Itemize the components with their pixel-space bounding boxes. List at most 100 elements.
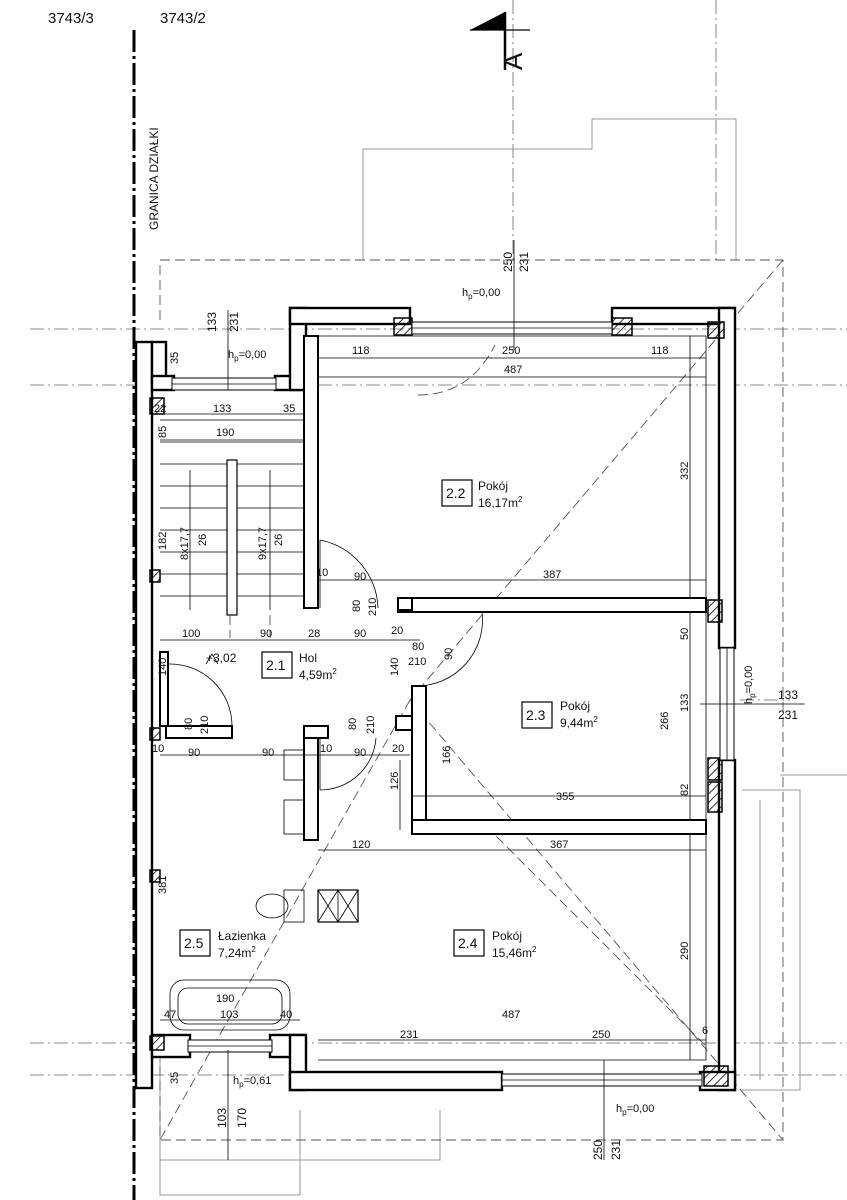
window-height: 231 [609, 1140, 623, 1160]
window-width: 250 [591, 1140, 605, 1160]
dim-label: 166 [441, 746, 453, 764]
dim-label: 332 [679, 462, 691, 480]
parcel-right-label: 3743/2 [160, 10, 206, 27]
dim-label: 26 [273, 534, 285, 546]
section-marker-letter: A [498, 52, 528, 70]
interior-walls [159, 335, 707, 841]
room-area: 4,59m2 [299, 667, 337, 682]
window-annotation-bottom: 250 231 hp=0,00 [591, 1103, 654, 1160]
dim-label: 182 [157, 532, 169, 550]
dim-label: 140 [157, 658, 169, 676]
window-height: 231 [778, 708, 798, 722]
dim-label: 231 [400, 1029, 418, 1041]
window-height: 231 [517, 252, 531, 272]
section-marker: A [470, 12, 530, 70]
sill-height: hp=0,00 [616, 1103, 654, 1117]
room-area: 16,17m2 [478, 495, 523, 510]
window-width: 250 [501, 252, 515, 272]
dim-label: 210 [408, 656, 426, 668]
chimney [317, 889, 359, 923]
dim-label: 80 [412, 641, 424, 653]
dim-label: 103 [220, 1009, 238, 1021]
level-value: +3,02 [206, 651, 237, 665]
dim-label: 90 [188, 747, 200, 759]
sill-height: hp=0,00 [462, 287, 500, 301]
dim-label: 355 [556, 791, 574, 803]
dim-label: 118 [352, 345, 370, 357]
dim-label: 22 [154, 403, 166, 415]
columns [149, 317, 729, 1087]
dim-label: 90 [260, 628, 272, 640]
dim-label: 90 [262, 747, 274, 759]
dim-label: 20 [392, 743, 404, 755]
dim-label: 133 [213, 403, 231, 415]
dim-label: 190 [216, 427, 234, 439]
dim-label: 10 [152, 743, 164, 755]
dimension-values: 118 250 118 487 332 35 22 133 35 85 190 … [152, 345, 708, 1084]
dim-label: 487 [502, 1009, 520, 1021]
dim-label: 8x17,7 [179, 527, 191, 560]
window-annotation-stair: 133 231 hp=0,00 [205, 312, 266, 363]
dim-label: 190 [216, 993, 234, 1005]
parcel-boundary: GRANICA DZIAŁKI [132, 30, 161, 1200]
room-number: 2.2 [446, 485, 466, 501]
sill-height: hp=0,00 [743, 666, 757, 704]
dim-label: 35 [169, 352, 181, 364]
room-2-2: 2.2 Pokój 16,17m2 [441, 479, 523, 510]
dim-label: 26 [197, 534, 209, 546]
room-name: Pokój [492, 929, 522, 943]
dim-label: 210 [365, 716, 377, 734]
sill-height: hp=0,00 [228, 349, 266, 363]
window-annotation-top: 250 231 hp=0,00 [462, 252, 531, 301]
dim-label: 266 [659, 712, 671, 730]
staircase [160, 419, 305, 638]
dim-label: 9x17,7 [257, 527, 269, 560]
window-width: 103 [215, 1108, 229, 1128]
boundary-label: GRANICA DZIAŁKI [147, 127, 161, 230]
dim-label: 367 [550, 839, 568, 851]
dim-label: 250 [592, 1029, 610, 1041]
dim-label: 381 [157, 876, 169, 894]
room-name: Pokój [560, 699, 590, 713]
dimension-lines [160, 240, 805, 1160]
dim-label: 28 [308, 628, 320, 640]
window-annotation-bath: 103 170 hp=0,61 [215, 1075, 271, 1128]
dim-label: 100 [182, 628, 200, 640]
dim-label: 90 [354, 628, 366, 640]
dim-label: 80 [347, 718, 359, 730]
dim-label: 250 [502, 345, 520, 357]
dim-label: 140 [389, 658, 401, 676]
dim-label: 133 [679, 694, 691, 712]
room-name: Pokój [478, 479, 508, 493]
dim-label: 487 [504, 364, 522, 376]
dim-label: 210 [367, 598, 379, 616]
dim-label: 118 [651, 345, 669, 357]
room-2-1: 2.1 Hol 4,59m2 [261, 651, 337, 682]
window-height: 231 [227, 312, 241, 332]
room-number: 2.1 [266, 657, 286, 673]
level-mark: +3,02 [205, 651, 237, 665]
doors [167, 539, 483, 791]
window-annotation-right: 133 231 hp=0,00 [743, 666, 798, 722]
room-area: 9,44m2 [560, 715, 598, 730]
dim-label: 10 [316, 567, 328, 579]
dim-label: 120 [352, 839, 370, 851]
dim-label: 387 [543, 569, 561, 581]
room-number: 2.4 [458, 935, 478, 951]
dim-label: 80 [183, 718, 195, 730]
dim-label: 210 [199, 716, 211, 734]
dim-label: 82 [679, 784, 691, 796]
room-area: 7,24m2 [218, 945, 256, 960]
dim-label: 40 [280, 1009, 292, 1021]
window-width: 133 [205, 312, 219, 332]
dim-label: 90 [443, 648, 455, 660]
bathroom-fixtures [169, 749, 305, 1031]
dim-label: 290 [679, 942, 691, 960]
dim-label: 35 [283, 403, 295, 415]
room-2-5: 2.5 Łazienka 7,24m2 [179, 929, 266, 960]
dim-label: 50 [679, 628, 691, 640]
dim-label: 90 [354, 747, 366, 759]
parcel-left-label: 3743/3 [48, 10, 94, 27]
room-2-3: 2.3 Pokój 9,44m2 [521, 699, 598, 730]
